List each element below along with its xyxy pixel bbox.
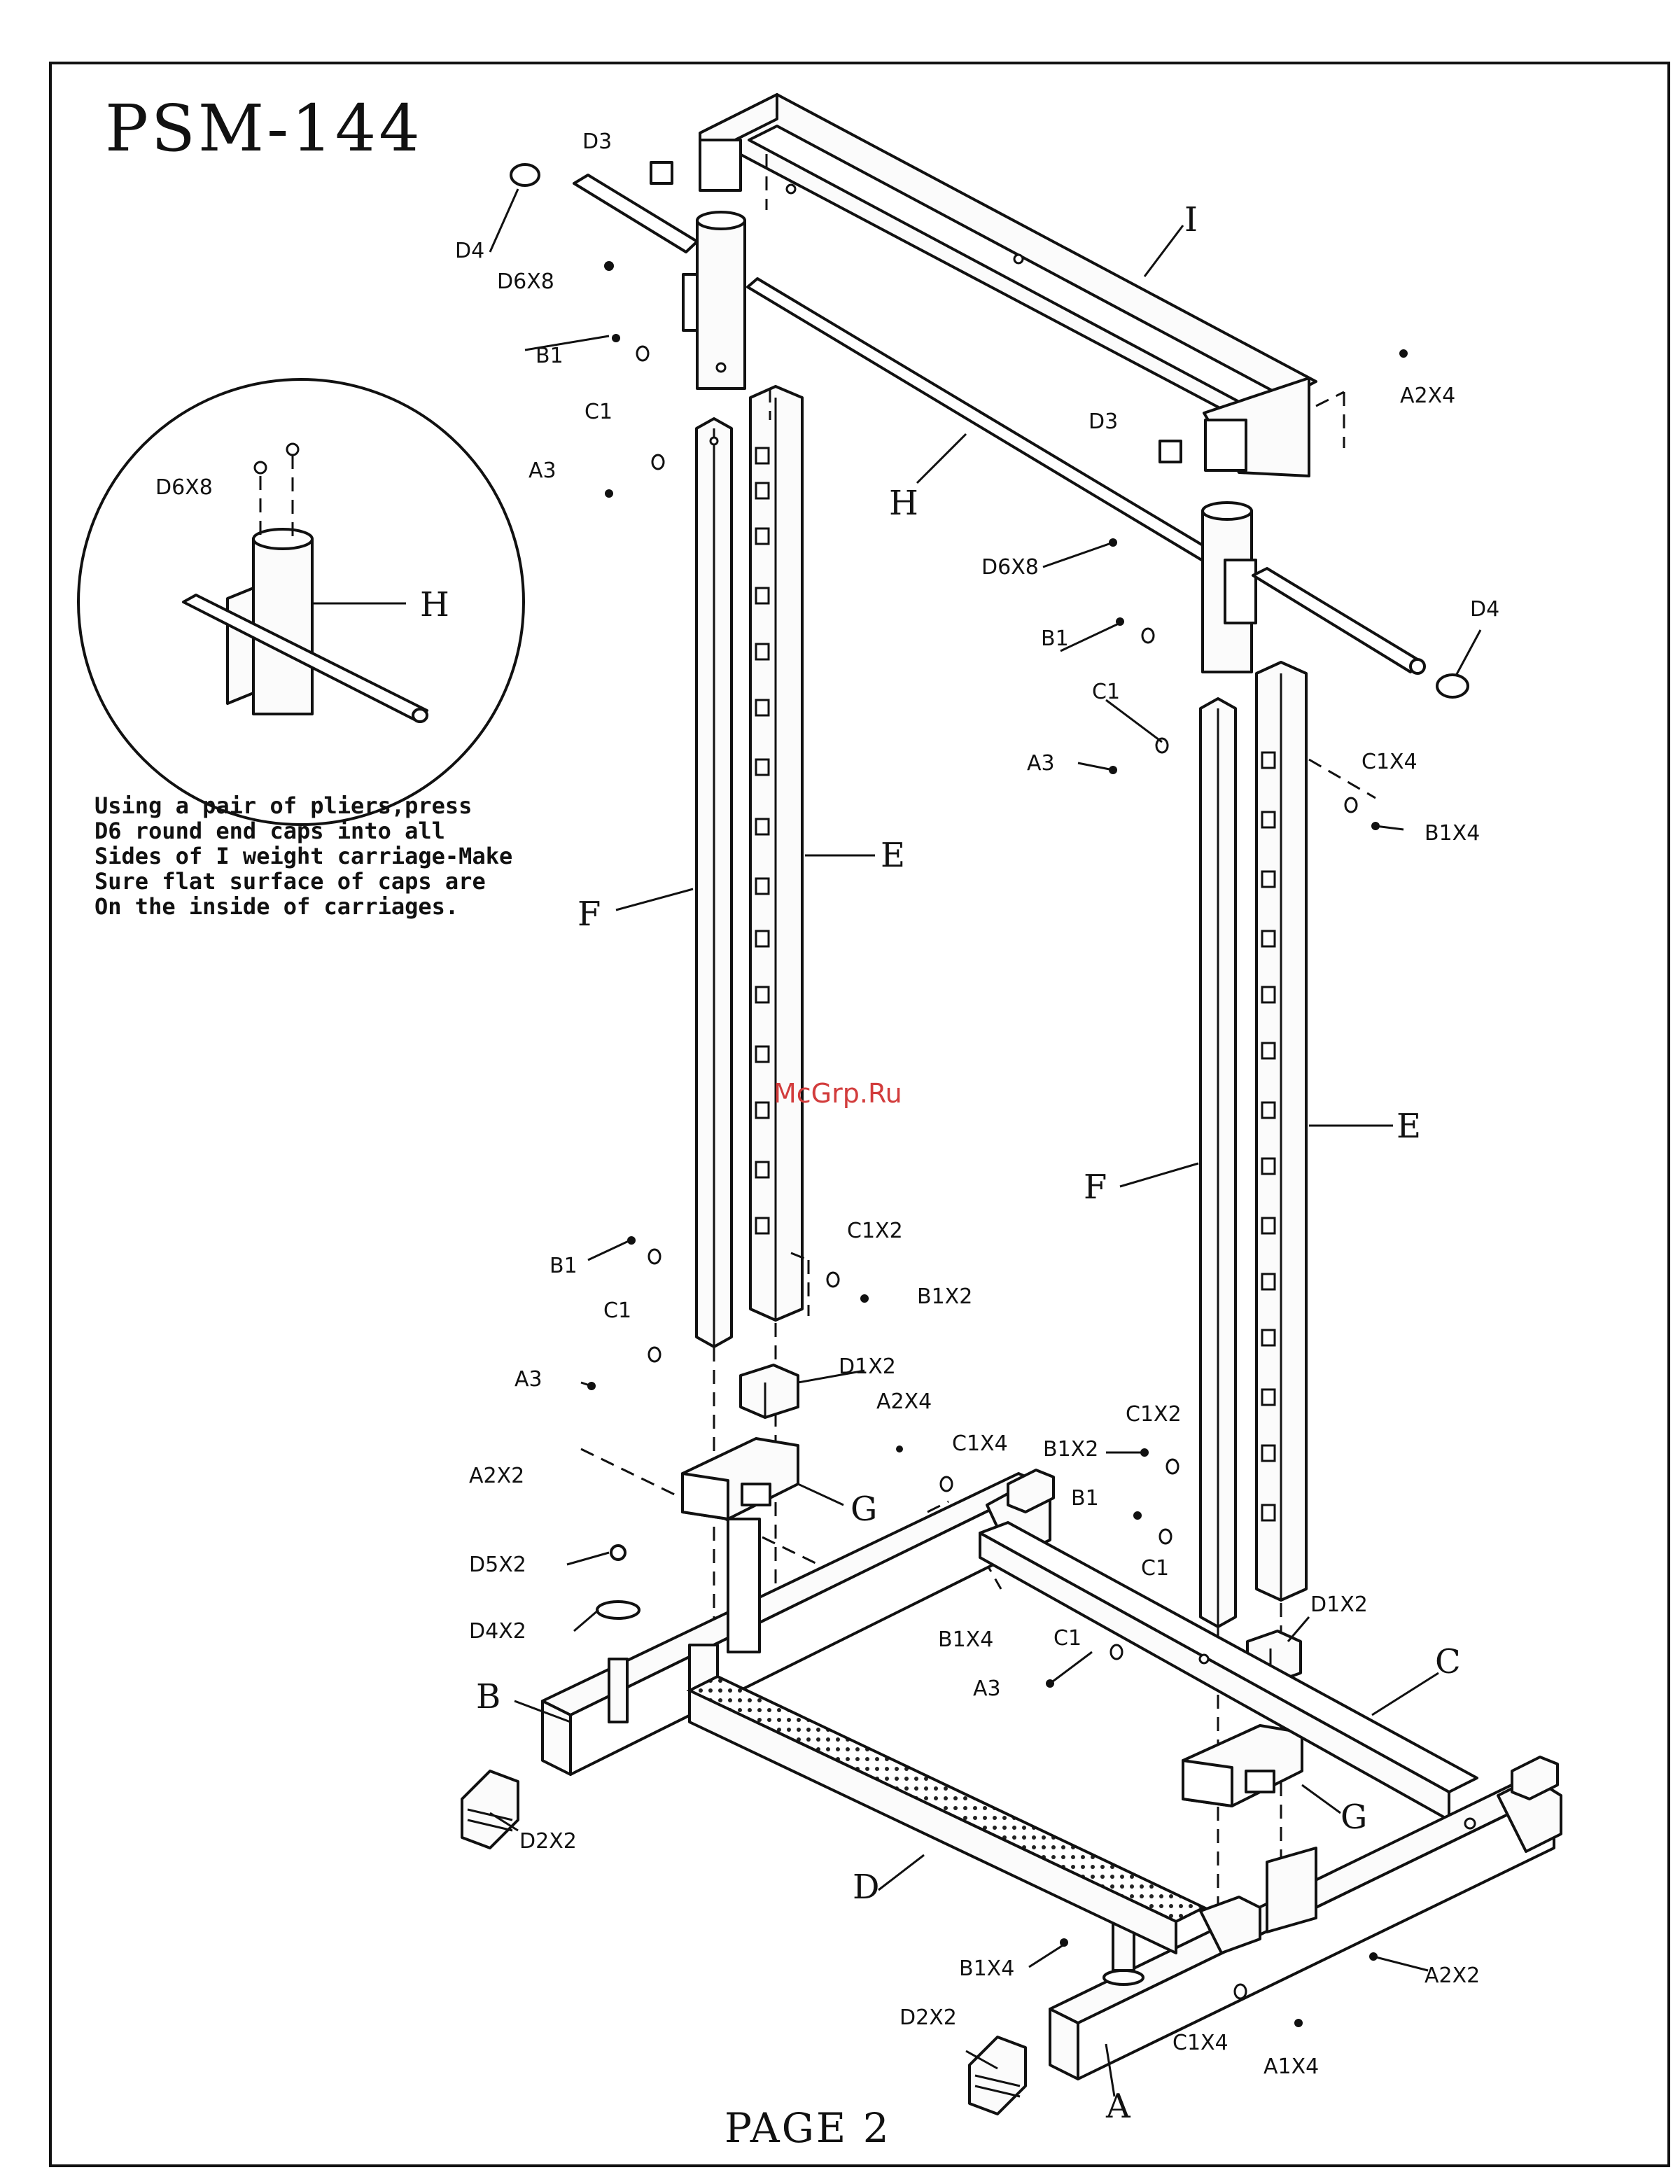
label-b1x4-base: B1X4 [938, 1628, 993, 1652]
bracket-g-left [681, 1437, 799, 1520]
label-part-g-left: G [850, 1490, 877, 1529]
label-c1-low-left: C1 [603, 1298, 631, 1323]
label-a3-low-left: A3 [514, 1367, 542, 1392]
page-footer: PAGE 2 [724, 2104, 891, 2152]
label-d1x2-left: D1X2 [839, 1354, 896, 1379]
watermark: McGrp.Ru [774, 1078, 902, 1109]
inset-label-d6x8: D6X8 [155, 475, 213, 500]
label-b1x4-bottom: B1X4 [959, 1956, 1014, 1981]
label-part-g-right: G [1340, 1798, 1367, 1837]
upright-f-right [1199, 697, 1237, 1628]
label-part-f-right: F [1084, 1168, 1107, 1207]
label-a1x4: A1X4 [1264, 2054, 1319, 2079]
label-d4-right: D4 [1470, 597, 1499, 622]
hardware-labels: D3 D4 D6X8 B1 C1 A3 D3 A2X4 D6X8 D4 B1 C… [455, 130, 1499, 2079]
base-a [1049, 1777, 1562, 2080]
label-part-e-left: E [881, 836, 905, 875]
label-c1-top-right: C1 [1092, 680, 1120, 704]
label-part-b: B [476, 1677, 500, 1716]
detail-inset: D6X8 H [77, 378, 525, 826]
upright-e-left-holes [755, 447, 770, 1235]
instruction-line-3: Sides of I weight carriage-Make [94, 843, 512, 869]
upright-e-right [1255, 661, 1308, 1602]
label-a2x4-mid: A2X4 [876, 1390, 932, 1414]
label-c1x2-low-left: C1X2 [847, 1219, 903, 1243]
top-frame-i [699, 93, 1345, 477]
inset-label-h: H [420, 585, 449, 624]
page-title: PSM-144 [105, 91, 423, 166]
label-b1-top-right: B1 [1041, 626, 1069, 651]
label-part-f-left: F [578, 895, 601, 934]
upright-f-left [695, 417, 733, 1348]
label-d5x2: D5X2 [469, 1553, 526, 1577]
label-d1x2-right: D1X2 [1310, 1592, 1368, 1617]
instruction-line-5: On the inside of carriages. [94, 893, 458, 920]
label-part-d: D [853, 1868, 879, 1907]
label-d3-right: D3 [1088, 410, 1118, 434]
instruction-line-1: Using a pair of pliers,press [94, 792, 472, 819]
foot-d2-back [1007, 1469, 1559, 1800]
leader-lines [489, 188, 1482, 2097]
label-c1x2-low-right: C1X2 [1126, 1402, 1182, 1427]
upright-e-left [749, 385, 804, 1322]
label-d3-left: D3 [582, 130, 612, 154]
part-labels: I H E F E F G G B C D A [476, 200, 1461, 2126]
instruction-note: Using a pair of pliers,press D6 round en… [94, 792, 512, 920]
label-d2x2-left: D2X2 [519, 1829, 577, 1854]
label-d2x2-right: D2X2 [899, 2005, 957, 2030]
label-a3-top-left: A3 [528, 458, 556, 483]
carriage-left [573, 174, 746, 390]
label-c1x4-mid: C1X4 [952, 1432, 1008, 1456]
label-part-a: A [1105, 2087, 1131, 2126]
label-a2x2-right: A2X2 [1424, 1963, 1480, 1988]
label-b1-low-left: B1 [550, 1254, 578, 1278]
base-d-platform [686, 1674, 1208, 1954]
bracket-g-right [1182, 1724, 1303, 1807]
label-part-c: C [1435, 1642, 1461, 1681]
label-b1-top-left: B1 [536, 344, 564, 368]
label-d6x8-right: D6X8 [981, 555, 1039, 580]
label-d6x8-left: D6X8 [497, 270, 554, 294]
carriage-right [1201, 501, 1426, 675]
foot-d2-left [461, 1770, 519, 1849]
label-a3-base: A3 [973, 1676, 1001, 1701]
label-part-i: I [1184, 200, 1198, 239]
hardware-markers [510, 161, 1469, 2027]
label-c1x4-bottom: C1X4 [1172, 2031, 1228, 2055]
base-c [979, 1521, 1478, 1821]
label-b1x2-low-right: B1X2 [1043, 1437, 1098, 1462]
label-b1-low-right: B1 [1071, 1486, 1099, 1511]
label-c1-top-left: C1 [584, 400, 612, 424]
end-cap-d1-left [739, 1364, 799, 1419]
label-part-h: H [889, 484, 918, 523]
label-c1-base: C1 [1054, 1626, 1082, 1651]
label-d4x2: D4X2 [469, 1619, 526, 1644]
label-c1-low-right: C1 [1141, 1556, 1169, 1581]
label-d4-left: D4 [455, 239, 484, 263]
page-border [49, 62, 1670, 2167]
label-c1x4-right: C1X4 [1362, 750, 1418, 774]
instruction-line-2: D6 round end caps into all [94, 818, 445, 844]
instruction-line-4: Sure flat surface of caps are [94, 868, 486, 895]
upright-e-right-holes [1261, 751, 1276, 1522]
spacer-post-d4-d5 [596, 1544, 640, 1723]
label-a3-top-right: A3 [1027, 751, 1055, 776]
label-a2x2-left: A2X2 [469, 1464, 524, 1488]
label-a2x4-top: A2X4 [1400, 384, 1455, 408]
label-b1x4-right: B1X4 [1424, 821, 1480, 846]
label-b1x2-low-left: B1X2 [917, 1284, 972, 1309]
foot-d2-right [968, 2036, 1027, 2115]
label-part-e-right: E [1396, 1107, 1421, 1146]
